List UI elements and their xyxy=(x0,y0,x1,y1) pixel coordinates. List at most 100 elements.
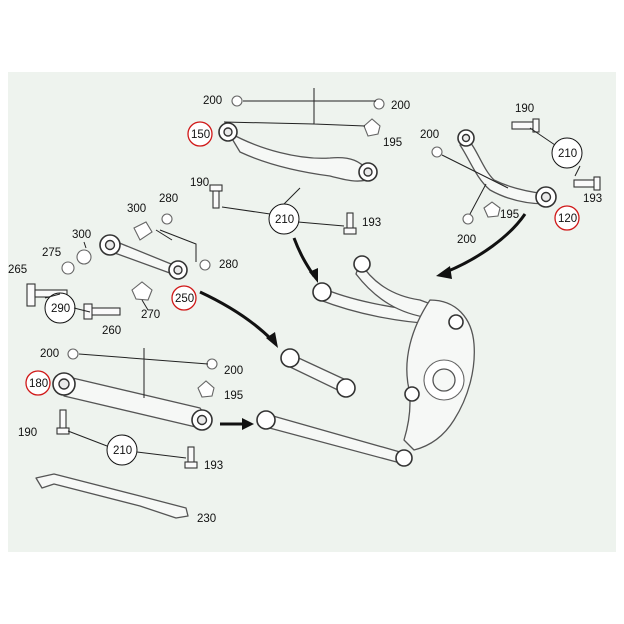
assembly-bushing-c xyxy=(280,348,300,368)
callout-193-b: 193 xyxy=(583,193,602,205)
nut-200-a xyxy=(231,95,243,107)
arrowhead-120 xyxy=(436,266,452,279)
callout-210-c: 210 xyxy=(113,445,132,457)
leader-lines-250 xyxy=(44,229,197,313)
callout-circle-180 xyxy=(25,370,51,396)
bushing-core-right-150 xyxy=(363,167,373,177)
callout-270: 270 xyxy=(141,309,160,321)
eccentric-washer-300 xyxy=(133,221,153,241)
callout-circle-210-c xyxy=(106,434,138,466)
callout-195-a: 195 xyxy=(383,137,402,149)
washer-275 xyxy=(61,261,75,275)
part-group-150-bolts: 190 193 210 xyxy=(190,177,381,235)
assembly-bushing-e xyxy=(256,410,276,430)
callout-210-b: 210 xyxy=(558,148,577,160)
hub-bore-inner xyxy=(432,368,456,392)
callout-circle-120 xyxy=(554,205,580,231)
bolt-260 xyxy=(89,307,121,316)
callout-150: 150 xyxy=(191,129,210,141)
assembly-bushing-b xyxy=(353,255,371,273)
callout-280-b: 280 xyxy=(219,259,238,271)
assembly-view xyxy=(256,255,475,467)
callout-200-f: 200 xyxy=(224,365,243,377)
callout-265: 265 xyxy=(8,264,27,276)
callout-180: 180 xyxy=(29,378,48,390)
nut-200-e xyxy=(67,348,79,360)
callout-200-b: 200 xyxy=(391,100,410,112)
bushing-core-left-150 xyxy=(223,127,233,137)
part-group-250: 290 250 300 300 280 280 275 265 260 270 xyxy=(8,193,238,337)
bushing-core-left-180 xyxy=(58,378,70,390)
callout-260: 260 xyxy=(102,325,121,337)
callout-290: 290 xyxy=(51,303,70,315)
bolt-head-193-c xyxy=(184,461,198,469)
washer-195-c xyxy=(197,380,215,398)
arrow-250-to-assembly xyxy=(199,290,274,342)
part-group-230: 230 xyxy=(35,473,216,525)
nut-200-f xyxy=(206,358,218,370)
bolt-head-193-a xyxy=(343,227,357,235)
callout-200-a: 200 xyxy=(203,95,222,107)
assembly-bushing-a xyxy=(312,282,332,302)
washer-195-b xyxy=(483,201,501,218)
callout-190-c: 190 xyxy=(18,427,37,439)
bushing-core-left-250 xyxy=(104,239,116,251)
leader-lines-180 xyxy=(67,348,209,459)
part-group-120: 210 120 200 200 195 190 193 xyxy=(420,103,602,246)
callout-300-a: 300 xyxy=(127,203,146,215)
bolt-head-190-c xyxy=(56,427,70,435)
callout-250: 250 xyxy=(175,293,194,305)
knuckle-mount-b xyxy=(404,386,420,402)
bolt-190-c xyxy=(59,409,67,431)
bushing-core-top-120 xyxy=(461,133,471,143)
arrow-120-to-assembly xyxy=(445,213,527,274)
nut-200-b xyxy=(373,98,385,110)
bolt-193-b xyxy=(573,179,597,188)
bushing-core-right-120 xyxy=(540,191,552,203)
washer-195-a xyxy=(363,118,381,137)
arrowhead-180 xyxy=(242,418,254,430)
leader-lines-150 xyxy=(223,88,376,127)
bolt-head-265 xyxy=(26,283,36,307)
callout-210-a: 210 xyxy=(275,214,294,226)
callout-200-e: 200 xyxy=(40,348,59,360)
nut-280-b xyxy=(199,259,211,271)
callout-195-b: 195 xyxy=(500,209,519,221)
leader-lines-120 xyxy=(441,127,581,215)
bolt-190-a xyxy=(212,189,220,209)
nut-200-c xyxy=(431,146,443,158)
callout-200-c: 200 xyxy=(420,129,439,141)
bushing-core-right-180 xyxy=(196,414,208,426)
arrows xyxy=(199,213,527,430)
callout-120: 120 xyxy=(558,213,577,225)
callout-193-a: 193 xyxy=(362,217,381,229)
callout-190-b: 190 xyxy=(515,103,534,115)
callout-300-b: 300 xyxy=(72,229,91,241)
washer-270 xyxy=(131,281,153,301)
leader-lines-210-a xyxy=(221,187,345,227)
callout-190-a: 190 xyxy=(190,177,209,189)
arrowhead-250 xyxy=(266,332,278,348)
part-group-150: 150 200 200 195 xyxy=(187,88,410,182)
callout-circle-250 xyxy=(171,285,197,311)
callout-circle-150 xyxy=(187,121,213,147)
knuckle-mount-a xyxy=(448,314,464,330)
bolt-head-190-a xyxy=(209,184,223,192)
callout-200-d: 200 xyxy=(457,234,476,246)
callout-195-c: 195 xyxy=(224,390,243,402)
part-group-180: 210 180 200 200 195 190 193 xyxy=(18,348,243,472)
callout-280-a: 280 xyxy=(159,193,178,205)
bolt-head-193-b xyxy=(593,176,601,191)
arrowhead-150 xyxy=(309,268,318,283)
assembly-bushing-f xyxy=(395,449,413,467)
cover-230 xyxy=(35,473,189,519)
callout-275: 275 xyxy=(42,247,61,259)
callout-193-c: 193 xyxy=(204,460,223,472)
callout-circle-210-b xyxy=(551,137,583,169)
washer-300-b xyxy=(76,249,92,265)
bushing-core-right-250 xyxy=(173,265,183,275)
assembly-bushing-d xyxy=(336,378,356,398)
nut-200-d xyxy=(462,213,474,225)
nut-280-a xyxy=(161,213,173,225)
